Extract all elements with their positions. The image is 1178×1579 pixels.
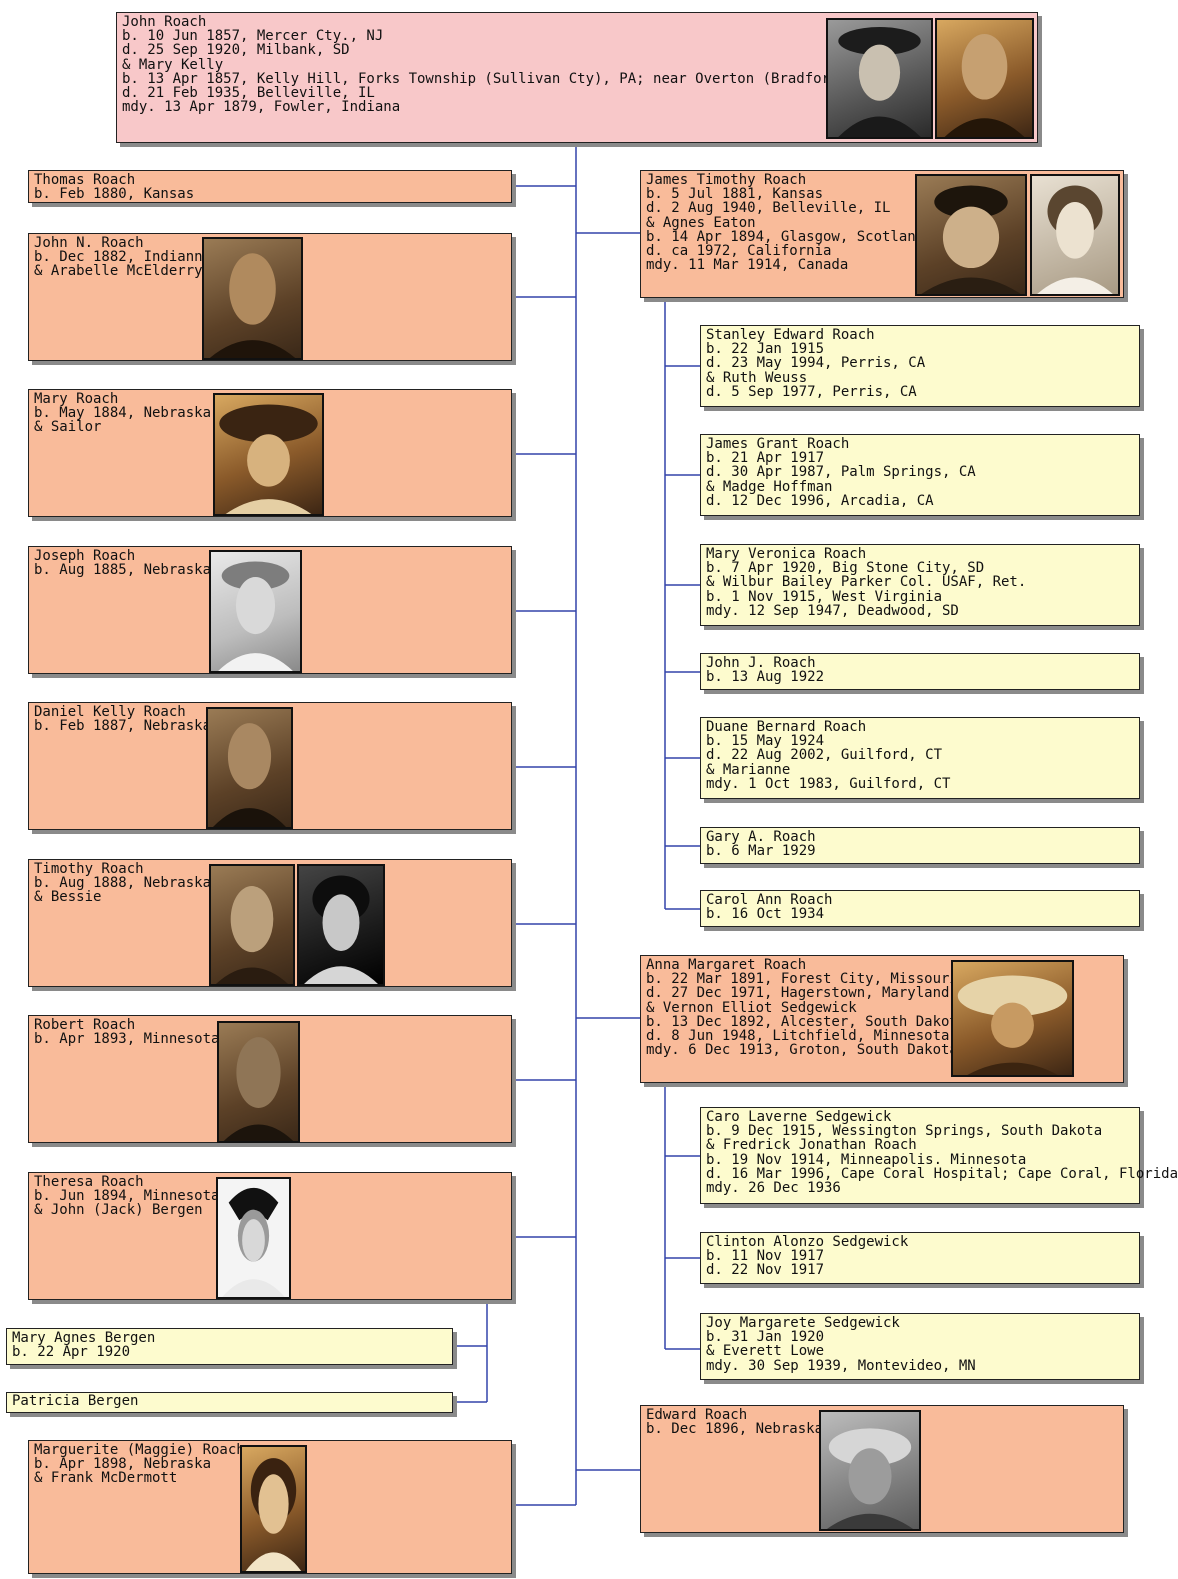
person-card-child: Daniel Kelly Roach b. Feb 1887, Nebraska	[28, 702, 512, 830]
person-details: Joseph Roach b. Aug 1885, Nebraska	[34, 548, 212, 579]
person-card-grandchild: Caro Laverne Sedgewick b. 9 Dec 1915, We…	[700, 1107, 1178, 1204]
person-details: Caro Laverne Sedgewick b. 9 Dec 1915, We…	[706, 1109, 1178, 1197]
portrait-photo	[217, 1021, 300, 1143]
person-card-grandchild: James Grant Roach b. 21 Apr 1917 d. 30 A…	[700, 434, 1140, 516]
person-details: Duane Bernard Roach b. 15 May 1924 d. 22…	[706, 719, 951, 792]
person-details: Stanley Edward Roach b. 22 Jan 1915 d. 2…	[706, 327, 926, 400]
portrait-photo	[206, 707, 293, 829]
portrait-photo	[297, 864, 385, 986]
person-details: John J. Roach b. 13 Aug 1922	[706, 655, 825, 686]
portrait-photo	[951, 960, 1074, 1077]
person-card-child: Mary Roach b. May 1884, Nebraska & Sailo…	[28, 389, 512, 517]
portrait-photo	[826, 18, 933, 139]
person-card-child: Joseph Roach b. Aug 1885, Nebraska	[28, 546, 512, 674]
person-details: Clinton Alonzo Sedgewick b. 11 Nov 1917 …	[706, 1234, 909, 1279]
portrait-photo	[209, 550, 302, 673]
person-details: Mary Agnes Bergen b. 22 Apr 1920	[12, 1330, 156, 1361]
person-card-grandchild: Mary Veronica Roach b. 7 Apr 1920, Big S…	[700, 544, 1140, 626]
person-card-child: James Timothy Roach b. 5 Jul 1881, Kansa…	[640, 170, 1124, 298]
person-card-grandchild: Patricia Bergen	[6, 1392, 453, 1413]
portrait-photo	[202, 237, 303, 360]
person-details: Gary A. Roach b. 6 Mar 1929	[706, 829, 816, 860]
portrait-photo	[240, 1445, 307, 1573]
person-card-child: Thomas Roach b. Feb 1880, Kansas	[28, 170, 512, 203]
person-card-child: Marguerite (Maggie) Roach b. Apr 1898, N…	[28, 1440, 512, 1574]
person-card-child: Timothy Roach b. Aug 1888, Nebraska & Be…	[28, 859, 512, 987]
person-details: Marguerite (Maggie) Roach b. Apr 1898, N…	[34, 1442, 245, 1487]
person-details: Timothy Roach b. Aug 1888, Nebraska & Be…	[34, 861, 212, 906]
portrait-photo	[1030, 174, 1120, 296]
person-card-grandchild: John J. Roach b. 13 Aug 1922	[700, 653, 1140, 690]
connector-lines	[453, 143, 700, 1506]
person-details: Mary Roach b. May 1884, Nebraska & Sailo…	[34, 391, 212, 436]
portrait-photo	[935, 18, 1034, 139]
person-details: James Timothy Roach b. 5 Jul 1881, Kansa…	[646, 172, 925, 274]
person-card-child: John N. Roach b. Dec 1882, Indianna & Ar…	[28, 233, 512, 361]
person-card-grandchild: Duane Bernard Roach b. 15 May 1924 d. 22…	[700, 717, 1140, 799]
person-details: Daniel Kelly Roach b. Feb 1887, Nebraska	[34, 704, 212, 735]
portrait-photo	[209, 864, 295, 986]
person-card-grandchild: Stanley Edward Roach b. 22 Jan 1915 d. 2…	[700, 325, 1140, 407]
person-details: James Grant Roach b. 21 Apr 1917 d. 30 A…	[706, 436, 976, 509]
person-details: Edward Roach b. Dec 1896, Nebraska	[646, 1407, 824, 1438]
person-card-child: Anna Margaret Roach b. 22 Mar 1891, Fore…	[640, 955, 1124, 1083]
portrait-photo	[915, 174, 1027, 296]
portrait-photo	[819, 1410, 921, 1531]
person-card-grandchild: Carol Ann Roach b. 16 Oct 1934	[700, 890, 1140, 927]
person-details: John N. Roach b. Dec 1882, Indianna & Ar…	[34, 235, 212, 280]
person-details: Anna Margaret Roach b. 22 Mar 1891, Fore…	[646, 957, 967, 1059]
portrait-photo	[213, 393, 324, 516]
person-card-grandchild: Joy Margarete Sedgewick b. 31 Jan 1920 &…	[700, 1313, 1140, 1380]
person-details: Theresa Roach b. Jun 1894, Minnesota & J…	[34, 1174, 220, 1219]
person-details: Patricia Bergen	[12, 1393, 139, 1409]
person-details: John Roach b. 10 Jun 1857, Mercer Cty., …	[122, 14, 881, 116]
person-details: Robert Roach b. Apr 1893, Minnesota	[34, 1017, 220, 1048]
person-details: Thomas Roach b. Feb 1880, Kansas	[34, 172, 195, 203]
person-details: Carol Ann Roach b. 16 Oct 1934	[706, 892, 833, 923]
person-card-grandchild: Gary A. Roach b. 6 Mar 1929	[700, 827, 1140, 864]
person-card-child: Theresa Roach b. Jun 1894, Minnesota & J…	[28, 1172, 512, 1300]
person-card-grandchild: Clinton Alonzo Sedgewick b. 11 Nov 1917 …	[700, 1232, 1140, 1284]
person-card-child: Robert Roach b. Apr 1893, Minnesota	[28, 1015, 512, 1143]
person-card-child: Edward Roach b. Dec 1896, Nebraska	[640, 1405, 1124, 1533]
person-details: Mary Veronica Roach b. 7 Apr 1920, Big S…	[706, 546, 1027, 619]
portrait-photo	[216, 1177, 291, 1299]
family-tree: John Roach b. 10 Jun 1857, Mercer Cty., …	[6, 12, 1178, 1574]
person-card-root: John Roach b. 10 Jun 1857, Mercer Cty., …	[116, 12, 1038, 143]
person-details: Joy Margarete Sedgewick b. 31 Jan 1920 &…	[706, 1315, 976, 1374]
person-card-grandchild: Mary Agnes Bergen b. 22 Apr 1920	[6, 1328, 453, 1365]
